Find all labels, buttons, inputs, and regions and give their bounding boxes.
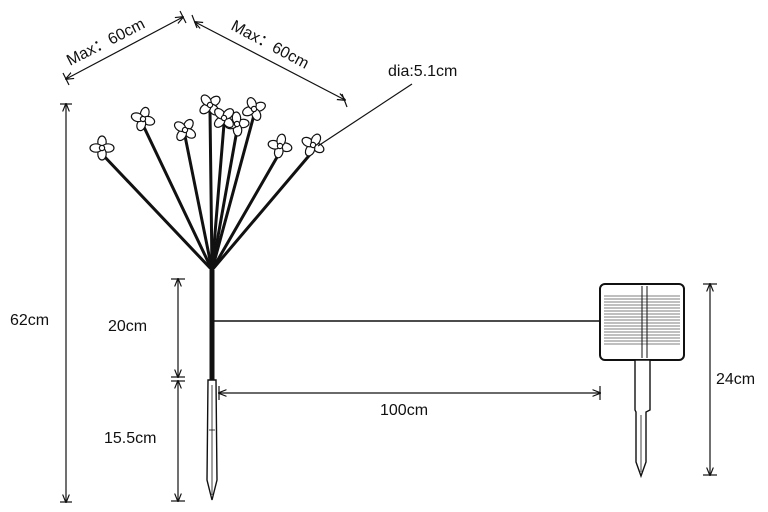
flower-stem: [210, 113, 256, 272]
dim-tick: [179, 10, 187, 24]
flower-stem: [210, 122, 226, 272]
label-stake-length: 15.5cm: [104, 430, 156, 447]
flower-stem: [100, 152, 214, 272]
dim-tick: [62, 72, 70, 86]
flower-stem: [141, 123, 214, 272]
flower-stem: [183, 134, 214, 272]
flower-stem: [210, 149, 315, 272]
dim-tick: [341, 93, 348, 108]
flower-head: [89, 135, 115, 161]
label-cable-length: 100cm: [380, 402, 428, 419]
flower-stem: [210, 150, 282, 272]
dim-line-width-left: [66, 17, 183, 79]
label-panel-height: 24cm: [716, 371, 755, 388]
dim-line-width-right: [195, 22, 345, 100]
flower-head: [296, 128, 330, 162]
dim-tick: [191, 14, 198, 29]
solar-panel: [599, 283, 685, 361]
flower-stem: [210, 128, 239, 272]
label-flower-diameter: dia:5.1cm: [388, 63, 457, 80]
flower-head: [265, 131, 295, 161]
label-total-height: 62cm: [10, 312, 49, 329]
flower-head: [127, 103, 159, 135]
label-wire-section: 20cm: [108, 318, 147, 335]
dia-leader-line: [317, 83, 413, 147]
light-stems: [100, 109, 315, 272]
flower-stem: [208, 109, 214, 272]
panel-ground-stake: [634, 359, 651, 479]
